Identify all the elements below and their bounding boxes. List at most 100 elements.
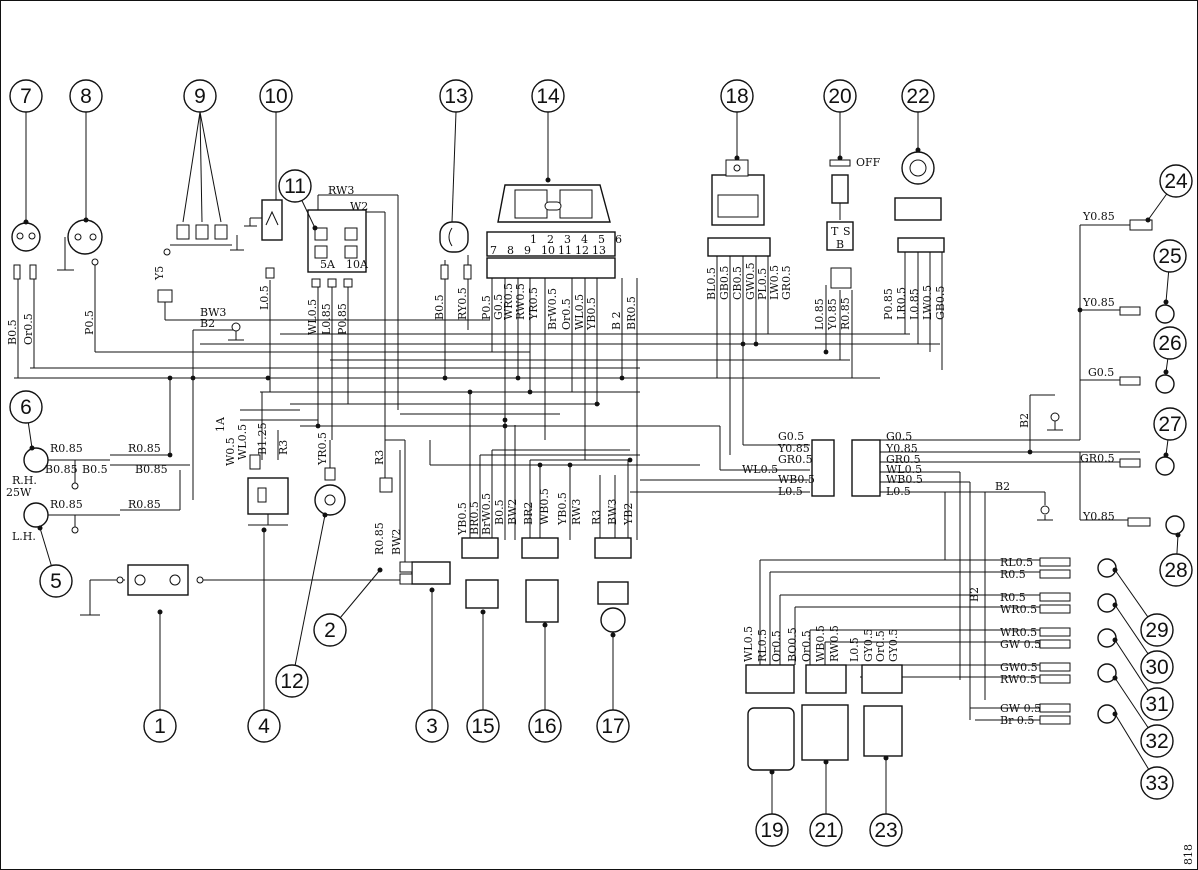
wire-label: R3: [590, 510, 603, 525]
wire-junction: [567, 462, 573, 468]
switch-terminal: [1039, 592, 1071, 602]
component-9-indicator-bulbs: [157, 111, 244, 303]
callout-arrowhead: [83, 217, 89, 223]
component-21-connector: [801, 664, 849, 761]
callout-circle: [1140, 724, 1174, 758]
component-11-fuse-box: 5A 10A: [307, 209, 369, 288]
callout-number: 3: [426, 715, 438, 738]
callout-number: 29: [1145, 619, 1168, 642]
callout-circle: [720, 79, 754, 113]
callout-arrowhead: [1163, 369, 1169, 375]
callout-number: 12: [280, 670, 303, 693]
wire-label: GR0.5: [780, 265, 793, 300]
callout-circle: [1153, 326, 1187, 360]
wire-label: BL0.5: [705, 267, 718, 300]
component-19-connector: [745, 664, 795, 771]
callout-number: 10: [264, 85, 287, 108]
callout-number: 28: [1164, 559, 1187, 582]
panel-terminal-number: 1: [530, 233, 537, 246]
component-7-lamp-socket: [11, 222, 41, 280]
switch-body: [1097, 628, 1117, 648]
component-20-ignition-switch: T S B OFF: [826, 156, 881, 289]
callout-arrowhead: [157, 609, 163, 615]
callout-circle: [439, 79, 473, 113]
callout-arrowhead: [915, 147, 921, 153]
callout-number: 14: [536, 85, 560, 108]
wire-label: GW0.5: [1000, 661, 1038, 674]
wire-label: R3: [277, 440, 290, 455]
switch-terminal: [1039, 569, 1071, 579]
component-4-relay: [247, 454, 289, 526]
component-18-regulator: [707, 159, 771, 257]
switch-terminal: [1039, 715, 1071, 725]
wire-label: Or0.5: [560, 298, 573, 330]
wire-junction: [823, 349, 829, 355]
wire-junction: [467, 389, 473, 395]
junction-dots: [167, 307, 1083, 468]
wire-junction: [740, 341, 746, 347]
panel-terminal-number: 4: [581, 233, 588, 246]
panel-terminal-number: 13: [592, 244, 606, 257]
callout-number: 15: [471, 715, 494, 738]
switch-terminal: [1039, 674, 1071, 684]
panel-terminal-number: 8: [507, 244, 514, 257]
callout-number: 8: [80, 85, 92, 108]
callout-arrowhead: [1112, 675, 1118, 681]
callout-number: 2: [324, 619, 336, 642]
wire-label: B2: [995, 480, 1010, 493]
wire-label: Or0.5: [22, 313, 35, 345]
callout-circle: [415, 709, 449, 743]
wire-label: BR2: [522, 502, 535, 525]
wire-label: L0.85: [320, 303, 333, 335]
switch-terminal: [1039, 703, 1071, 713]
wire-label: B1.25: [256, 422, 269, 455]
ignition-b-label: B: [836, 238, 844, 251]
wire-labels: B0.5 Or0.5 P0.5 Y5 BW3 B2 L0.5 RW3 W2 WL…: [6, 184, 1195, 865]
wire-label: YB2: [622, 503, 635, 526]
wire-label: RW0.5: [1000, 673, 1037, 686]
callout-arrowhead: [837, 155, 843, 161]
wire-label: Or0.5: [800, 630, 813, 662]
callout-circle: [1140, 687, 1174, 721]
wire-label: B 2: [610, 311, 623, 330]
callout-arrowhead: [1175, 532, 1181, 538]
callout-circle: [9, 79, 43, 113]
callout-circle: [466, 709, 500, 743]
callout-circle: [9, 390, 43, 424]
wire-label: GR0.5: [1080, 452, 1115, 465]
callout-number: 9: [194, 85, 206, 108]
callout-circle: [1140, 650, 1174, 684]
wire-label: Or0.5: [770, 630, 783, 662]
callout-number: 32: [1145, 730, 1168, 753]
callout-number: 11: [284, 175, 306, 198]
wire-label: BR0.5: [625, 296, 638, 330]
callout-circle: [275, 664, 309, 698]
callout-arrowhead: [1112, 637, 1118, 643]
callout-circle: [1153, 239, 1187, 273]
callout-arrowhead: [542, 622, 548, 628]
ignition-off-label: OFF: [856, 156, 881, 169]
callout-arrowhead: [37, 525, 43, 531]
panel-terminal-number: 9: [524, 244, 531, 257]
callout-leader: [291, 514, 326, 682]
callout-number: 30: [1145, 656, 1168, 679]
wire-label: BW3: [200, 306, 226, 319]
wire-junction: [502, 417, 508, 423]
component-6-headlamp-rh: [23, 447, 110, 490]
wire-label: BW2: [506, 499, 519, 525]
figure-code: 818: [1182, 844, 1195, 865]
wire-label: R0.5: [1000, 568, 1026, 581]
wire-label: WB0.5: [814, 625, 827, 662]
wire-label: R0.85: [50, 442, 83, 455]
wire-junction: [265, 375, 271, 381]
callout-number: 6: [20, 396, 32, 419]
callout-number: 18: [725, 85, 748, 108]
mid-connector-right: [851, 439, 881, 497]
wire-label: Br 0.5: [1000, 714, 1034, 727]
callout-number: 7: [20, 85, 32, 108]
wire-label: BrW0.5: [480, 493, 493, 535]
wire-label: RL0.5: [756, 629, 769, 662]
